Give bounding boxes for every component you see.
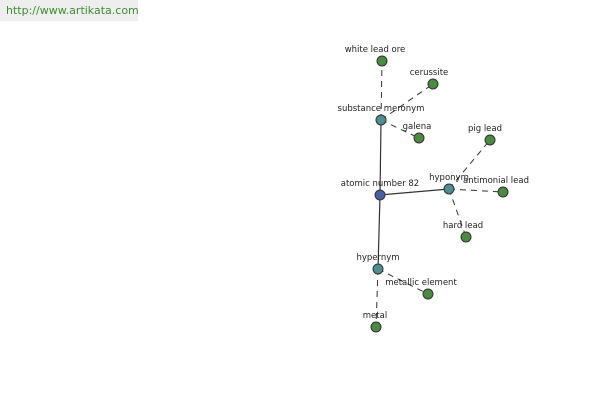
relation-hyponym-node[interactable] [443, 183, 455, 195]
leaf-metallic-element-label[interactable]: metallic element [385, 278, 457, 288]
leaf-white-lead-ore-node[interactable] [376, 55, 388, 67]
url-banner: http://www.artikata.com [0, 0, 139, 21]
leaf-antimonial-lead-label[interactable]: antimonial lead [463, 176, 529, 186]
relation-hyponym-label[interactable]: hyponym [429, 173, 469, 183]
edge-substance-galena [380, 119, 420, 139]
edge-substance-white-lead-ore [380, 60, 383, 121]
leaf-metal-node[interactable] [370, 321, 382, 333]
leaf-hard-lead-label[interactable]: hard lead [443, 221, 483, 231]
leaf-cerussite-node[interactable] [427, 78, 439, 90]
edge-center-hypernym [377, 194, 381, 270]
leaf-white-lead-ore-label[interactable]: white lead ore [345, 45, 406, 55]
edge-center-hyponym [379, 188, 450, 196]
edge-hyponym-hard-lead [448, 188, 467, 238]
leaf-pig-lead-node[interactable] [484, 134, 496, 146]
leaf-cerussite-label[interactable]: cerussite [410, 68, 449, 78]
leaf-pig-lead-label[interactable]: pig lead [468, 124, 502, 134]
leaf-hard-lead-node[interactable] [460, 231, 472, 243]
site-url-link[interactable]: http://www.artikata.com [6, 4, 139, 17]
edge-hypernym-metallic-element [377, 268, 429, 295]
leaf-metal-label[interactable]: metal [363, 311, 387, 321]
relation-substance-node[interactable] [375, 114, 387, 126]
edge-hypernym-metal [375, 268, 379, 328]
edge-substance-cerussite [380, 83, 434, 121]
relation-hypernym-label[interactable]: hypernym [356, 253, 399, 263]
leaf-galena-node[interactable] [413, 132, 425, 144]
edge-center-substance [379, 119, 382, 196]
relation-substance-label[interactable]: substance meronym [338, 104, 425, 114]
center-word-label[interactable]: atomic number 82 [341, 179, 419, 189]
edge-hyponym-antimonial-lead [448, 188, 504, 193]
leaf-metallic-element-node[interactable] [422, 288, 434, 300]
leaf-antimonial-lead-node[interactable] [497, 186, 509, 198]
center-word-node[interactable] [374, 189, 386, 201]
relation-hypernym-node[interactable] [372, 263, 384, 275]
leaf-galena-label[interactable]: galena [403, 122, 432, 132]
